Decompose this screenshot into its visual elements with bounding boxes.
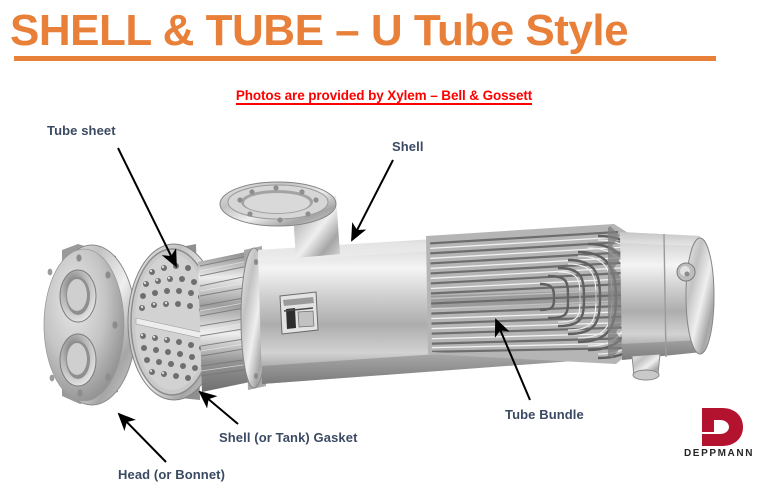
photo-credit-subtitle: Photos are provided by Xylem – Bell & Go… bbox=[0, 88, 768, 105]
callout-label-shell: Shell bbox=[392, 139, 424, 154]
nameplate bbox=[279, 291, 319, 335]
u-tube-bundle-part bbox=[426, 224, 654, 364]
deppmann-d-monogram-icon: RL bbox=[702, 408, 743, 446]
tube-stack-segment bbox=[198, 252, 251, 392]
photo-credit-text: Photos are provided by Xylem – Bell & Go… bbox=[235, 88, 533, 105]
callout-label-tube-bundle: Tube Bundle bbox=[505, 407, 584, 422]
page-title: SHELL & TUBE – U Tube Style bbox=[10, 6, 629, 55]
shell-body-part bbox=[219, 181, 614, 390]
leader-tube-bundle bbox=[494, 318, 531, 401]
callout-label-shell-gasket: Shell (or Tank) Gasket bbox=[219, 430, 358, 445]
leader-shell bbox=[351, 159, 394, 242]
callout-label-tube-sheet: Tube sheet bbox=[47, 123, 116, 138]
callout-label-head-bonnet: Head (or Bonnet) bbox=[118, 467, 226, 482]
deppmann-logo: RL DEPPMANN bbox=[676, 408, 762, 476]
title-underline-rule bbox=[14, 56, 716, 61]
tube-sheet-part bbox=[127, 243, 221, 401]
logo-wordmark: DEPPMANN bbox=[683, 448, 755, 459]
leader-head bbox=[117, 412, 167, 463]
leader-tube-sheet bbox=[117, 147, 177, 268]
head-bonnet-part bbox=[43, 244, 137, 406]
leader-gasket bbox=[198, 390, 239, 425]
shell-end-cap-part bbox=[620, 232, 715, 381]
logo-monogram-text: RL bbox=[704, 413, 714, 420]
